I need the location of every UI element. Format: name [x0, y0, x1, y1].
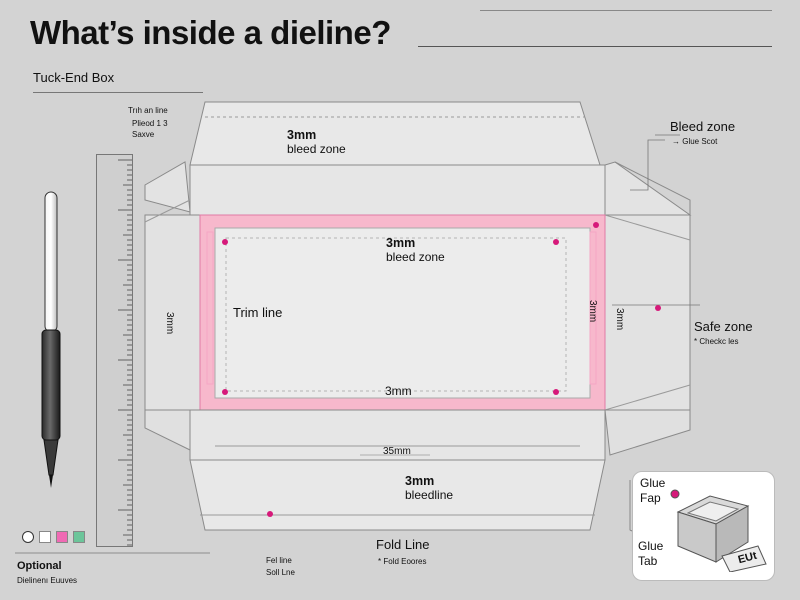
- bleed-zone-sub: → Glue Scot: [672, 137, 718, 146]
- top-zone-value: 3mm: [287, 128, 317, 142]
- lower-panel: [189, 409, 606, 461]
- safe-area-outline: [225, 237, 567, 392]
- fold-sublabel: * Fold Eoores: [378, 557, 427, 566]
- pen-icon: [41, 191, 61, 488]
- top-right-dust-flap: [604, 161, 692, 216]
- glue-flap-label-1: Glue: [640, 476, 666, 490]
- registration-marker: [222, 239, 228, 245]
- legend-swatch-white: [39, 531, 51, 543]
- fold-left-label-1: Fel line: [266, 556, 292, 565]
- registration-marker: [267, 511, 273, 517]
- bottom-tuck-flap: [189, 459, 606, 531]
- registration-marker: [655, 305, 661, 311]
- title-rule: [418, 46, 772, 47]
- glue-tab-label-1: Glue: [638, 539, 664, 553]
- top-right-rule: [480, 10, 772, 11]
- safe-zone-title: Safe zone: [694, 319, 753, 334]
- registration-marker: [222, 389, 228, 395]
- top-zone-label: bleed zone: [287, 142, 346, 156]
- right-side-dim-a: 3mm: [587, 300, 598, 323]
- safe-zone-sub: * Checkc les: [694, 337, 739, 346]
- main-panel: [214, 227, 591, 399]
- legend-title: Optional: [17, 560, 62, 572]
- glue-tab-label-2: Tab: [638, 554, 658, 568]
- page-title: What’s inside a dieline?: [30, 14, 391, 51]
- registration-marker: [553, 389, 559, 395]
- bleed-zone-title: Bleed zone: [670, 119, 736, 134]
- ruler-icon: [96, 154, 133, 547]
- center-zone-value: 3mm: [386, 236, 416, 250]
- fold-line-label: Fold Line: [376, 537, 430, 552]
- upper-panel: [189, 164, 606, 216]
- legend-subtitle: Dielinenı Euuves: [17, 576, 78, 585]
- note-save: Saxve: [132, 130, 155, 139]
- box-type-label: Tuck-End Box: [33, 70, 115, 85]
- center-zone-label: bleed zone: [386, 250, 445, 264]
- legend-swatches: [22, 531, 85, 543]
- right-side-dim-b: 3mm: [614, 308, 625, 331]
- registration-marker: [593, 222, 599, 228]
- legend-swatch-green: [73, 531, 85, 543]
- top-tuck-flap: [189, 101, 601, 166]
- glue-flap-label-2: Fap: [640, 491, 661, 505]
- note-trim-line: Trıh an line: [128, 106, 168, 115]
- bottom-zone-label: bleedline: [405, 488, 454, 502]
- left-side-dim: 3mm: [164, 312, 175, 335]
- center-bottom-value: 3mm: [385, 384, 412, 398]
- glue-box-icon: [670, 489, 767, 572]
- top-left-dust-flap: [144, 161, 191, 213]
- note-plied: Plieod 1 3: [132, 119, 168, 128]
- fold-left-label-2: Soll Lne: [266, 568, 295, 577]
- subtitle-rule: [33, 92, 203, 93]
- legend-swatch-pink: [56, 531, 68, 543]
- legend-swatch-outline: [22, 531, 34, 543]
- bottom-panel-dim: 35mm: [383, 446, 411, 457]
- trim-line-label: Trim line: [233, 305, 283, 320]
- bottom-zone-value: 3mm: [405, 474, 435, 488]
- registration-marker: [553, 239, 559, 245]
